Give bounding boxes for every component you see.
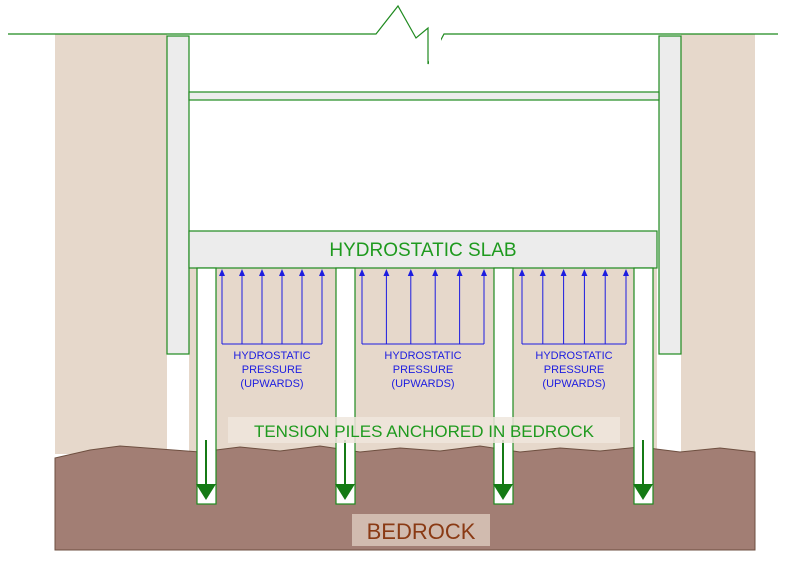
pressure-arrowhead [319,269,325,276]
pressure-arrowhead [359,269,365,276]
pressure-arrowhead [539,269,546,276]
pressure-label-1-line2: PRESSURE [242,364,303,376]
pile-arrow-2 [335,440,355,500]
bedrock-layer [54,445,756,551]
pressure-arrowhead [481,269,487,276]
pressure-label-3-line3: (UPWARDS) [542,378,605,390]
soil-left [55,34,167,454]
pressure-label-2: HYDROSTATIC PRESSURE (UPWARDS) [384,350,461,390]
bedrock-label-bg [352,514,490,546]
pressure-arrowhead [560,269,567,276]
pressure-arrowhead [239,269,245,276]
pressure-arrow-groups [219,269,629,345]
pressure-arrowhead [219,269,225,276]
pressure-arrowhead [299,269,305,276]
pressure-label-2-line2: PRESSURE [393,364,454,376]
hydrostatic-slab [188,230,658,269]
pile-1 [196,267,217,505]
pressure-arrowhead [259,269,265,276]
pressure-arrowhead [279,269,285,276]
pressure-arrowhead [581,269,588,276]
pressure-label-1-line3: (UPWARDS) [240,378,303,390]
pile-arrow-1 [196,440,216,500]
pressure-arrowhead [456,269,463,276]
pressure-arrows-1 [219,269,325,345]
pressure-arrowhead [383,269,390,276]
pressure-arrowhead [602,269,609,276]
pressure-label-1: HYDROSTATIC PRESSURE (UPWARDS) [233,350,310,390]
bedrock-label: BEDROCK [367,519,476,544]
pile-4 [633,267,654,505]
wall-left [166,35,190,355]
upper-floor-slab [188,91,660,101]
wall-right [658,35,682,355]
pressure-label-3-line2: PRESSURE [544,364,605,376]
pressure-label-2-line3: (UPWARDS) [391,378,454,390]
pile-arrow-3 [493,440,513,500]
piles [196,267,654,505]
ground-line [8,4,778,65]
pressure-label-1-line1: HYDROSTATIC [233,350,310,362]
slab-label: HYDROSTATIC SLAB [329,240,516,261]
piles-label-bg [228,417,620,443]
pressure-arrowhead [432,269,439,276]
pressure-arrows-3 [519,269,629,345]
pressure-arrowhead [623,269,629,276]
pressure-arrowhead [519,269,525,276]
piles-label: TENSION PILES ANCHORED IN BEDROCK [254,422,595,441]
pressure-label-2-line1: HYDROSTATIC [384,350,461,362]
soil-right [681,34,755,454]
pressure-arrows-2 [359,269,487,345]
pile-arrow-4 [633,440,653,500]
pressure-arrowhead [407,269,414,276]
pile-2 [335,267,356,505]
pile-3 [493,267,514,505]
pressure-label-3-line1: HYDROSTATIC [535,350,612,362]
pressure-label-3: HYDROSTATIC PRESSURE (UPWARDS) [535,350,612,390]
pile-arrows [196,440,653,500]
